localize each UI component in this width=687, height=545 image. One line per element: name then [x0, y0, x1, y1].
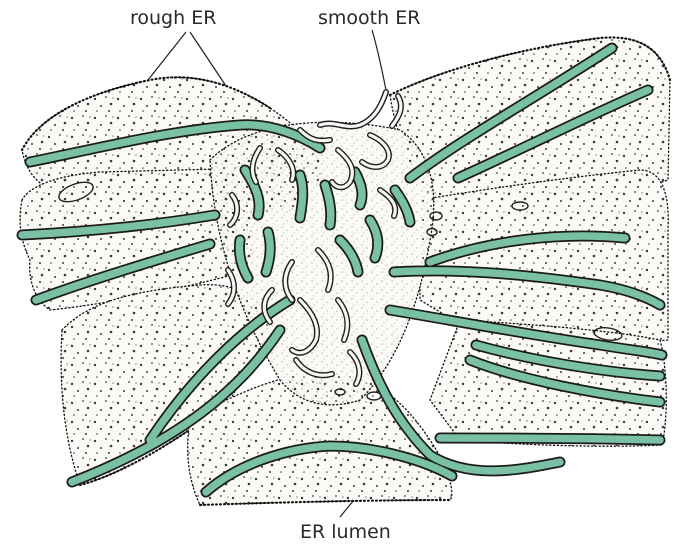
label-rough-er: rough ER [130, 7, 216, 29]
lumen-frag-2-fill [300, 175, 303, 218]
leader-rough-er-left [148, 32, 186, 80]
leader-smooth-er [372, 30, 386, 90]
label-er-lumen: ER lumen [300, 521, 391, 543]
lumen-11-fill [440, 438, 660, 440]
lumen-frag-7-fill [266, 232, 270, 272]
label-smooth-er: smooth ER [318, 7, 420, 29]
